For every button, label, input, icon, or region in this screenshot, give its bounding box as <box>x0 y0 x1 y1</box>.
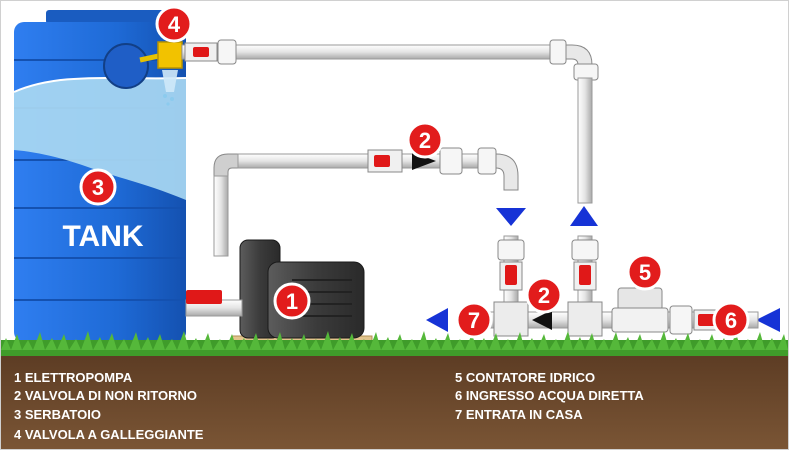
badge-tank: 3 <box>79 168 117 206</box>
pipe-fill-line <box>181 39 599 204</box>
valve-inlet-lever <box>698 314 716 326</box>
meter-body <box>611 307 669 333</box>
pipe-top <box>181 44 563 60</box>
fitting-top-1 <box>217 39 237 65</box>
badge-check-valve-bottom-label: 2 <box>538 283 550 308</box>
valve-left-lever <box>505 265 517 285</box>
legend-item-1: 1 ELETTROPOMPA <box>14 370 133 385</box>
legend-item-5: 5 CONTATORE IDRICO <box>455 370 595 385</box>
valve-right-lever <box>579 265 591 285</box>
arrow-left-out <box>426 308 448 332</box>
badge-water-meter: 5 <box>626 253 664 291</box>
badge-pump-label: 1 <box>286 289 298 314</box>
legend-item-3: 3 SERBATOIO <box>14 407 101 422</box>
valve-suction-lever <box>186 290 222 304</box>
tank-label: TANK <box>62 220 143 253</box>
badge-tank-label: 3 <box>92 175 104 200</box>
badge-water-meter-label: 5 <box>639 260 651 285</box>
float-valve <box>103 41 183 106</box>
flow-arrows <box>426 206 780 332</box>
water-spray <box>162 70 178 92</box>
legend-item-7: 7 ENTRATA IN CASA <box>455 407 583 422</box>
grass-blades <box>1 331 788 350</box>
valve-middle-lever <box>374 155 390 167</box>
legend: 1 ELETTROPOMPA 2 VALVOLA DI NON RITORNO … <box>14 370 644 442</box>
badge-float-valve-label: 4 <box>168 12 181 37</box>
arrow-right-in <box>756 308 780 332</box>
fitting-meter <box>669 305 693 335</box>
fitting-right-upper <box>571 239 599 261</box>
badge-house-entry: 7 <box>455 301 493 339</box>
badge-water-inlet: 6 <box>712 301 750 339</box>
arrow-up <box>570 206 598 226</box>
float-ball <box>103 43 149 89</box>
meter-head <box>617 287 663 311</box>
badge-check-valve-bottom: 2 <box>525 276 563 314</box>
tee-left <box>493 301 529 337</box>
badge-check-valve-top-label: 2 <box>419 128 431 153</box>
tank-water <box>14 78 186 200</box>
pump <box>185 239 373 351</box>
arrow-down <box>496 208 526 226</box>
badge-water-inlet-label: 6 <box>725 308 737 333</box>
check-valve-bottom-symbol <box>532 310 552 330</box>
fitting-top-2 <box>549 39 567 65</box>
valve-top-lever <box>193 47 209 57</box>
fitting-middle-1 <box>439 147 463 175</box>
badge-float-valve: 4 <box>155 5 193 43</box>
fitting-middle-2 <box>477 147 497 175</box>
pipe-pump-line <box>213 147 519 257</box>
manifold <box>457 235 759 337</box>
badge-check-valve-top: 2 <box>406 121 444 159</box>
ground <box>1 331 788 449</box>
pipe-pump-vertical <box>213 175 229 257</box>
water-surface <box>13 77 187 93</box>
legend-item-4: 4 VALVOLA A GALLEGGIANTE <box>14 427 204 442</box>
badge-house-entry-label: 7 <box>468 308 480 333</box>
legend-item-2: 2 VALVOLA DI NON RITORNO <box>14 388 197 403</box>
tee-right <box>567 301 603 337</box>
badge-pump: 1 <box>273 282 311 320</box>
soil <box>1 346 788 449</box>
pipe-right-vertical <box>577 77 593 204</box>
tank-lid <box>46 10 178 24</box>
float-valve-body <box>157 41 183 69</box>
fitting-left-upper <box>497 239 525 261</box>
water-drops <box>163 94 174 106</box>
legend-item-6: 6 INGRESSO ACQUA DIRETTA <box>455 388 644 403</box>
